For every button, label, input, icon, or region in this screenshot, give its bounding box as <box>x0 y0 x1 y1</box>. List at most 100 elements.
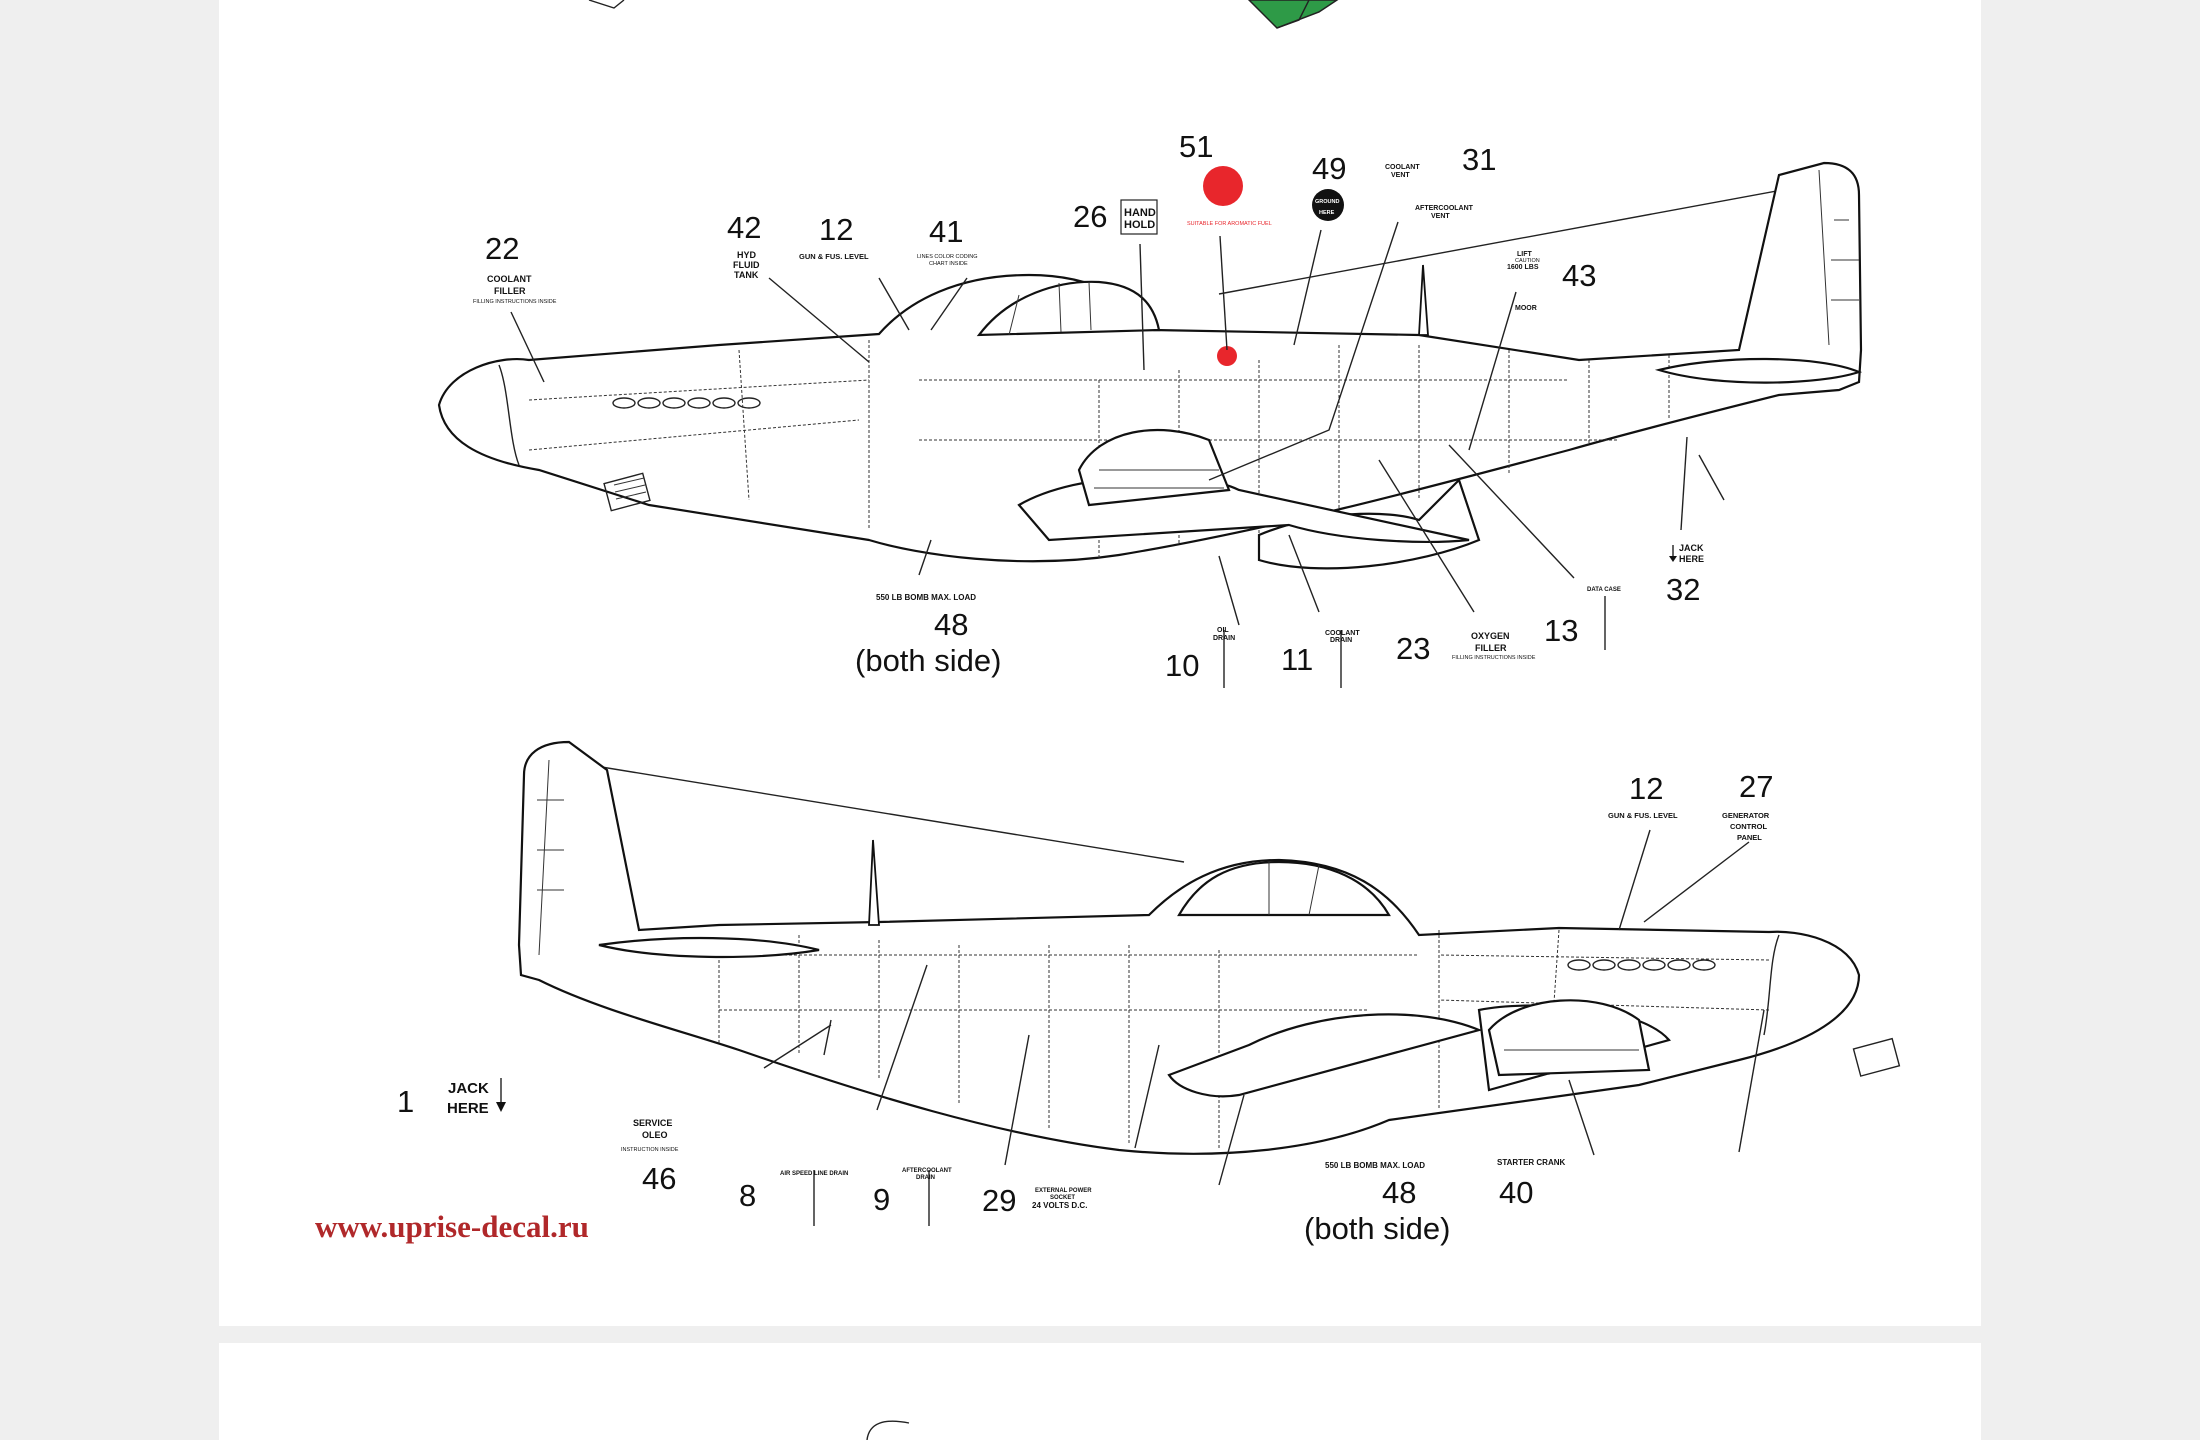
fuselage-outline <box>437 161 1863 563</box>
svg-text:GUN & FUS. LEVEL: GUN & FUS. LEVEL <box>1608 811 1678 820</box>
callout-40: STARTER CRANK 40 <box>1497 1158 1566 1210</box>
svg-text:550 LB BOMB MAX. LOAD: 550 LB BOMB MAX. LOAD <box>876 593 976 602</box>
callout-10: OIL DRAIN 10 <box>1165 627 1235 683</box>
svg-text:CAUTION: CAUTION <box>1515 258 1540 264</box>
svg-text:CHART INSIDE: CHART INSIDE <box>929 261 968 267</box>
svg-text:VENT: VENT <box>1431 213 1450 220</box>
svg-text:1: 1 <box>397 1084 414 1119</box>
svg-text:HERE: HERE <box>1319 210 1335 216</box>
callout-22: 22 COOLANT FILLER FILLING INSTRUCTIONS I… <box>473 231 557 305</box>
svg-text:GUN & FUS. LEVEL: GUN & FUS. LEVEL <box>799 252 869 261</box>
svg-text:HOLD: HOLD <box>1124 219 1155 231</box>
svg-text:22: 22 <box>485 231 519 266</box>
callout-31: 31 COOLANT VENT AFTERCOOLANT VENT <box>1385 142 1496 220</box>
callout-13: DATA CASE 13 <box>1544 587 1621 648</box>
callout-12-top: 12 GUN & FUS. LEVEL <box>799 212 869 261</box>
svg-text:26: 26 <box>1073 199 1107 234</box>
callout-42: 42 HYD FLUID TANK <box>727 210 761 280</box>
callout-27: 27 GENERATOR CONTROL PANEL <box>1722 769 1773 842</box>
svg-text:AIR SPEED LINE DRAIN: AIR SPEED LINE DRAIN <box>780 1171 848 1177</box>
svg-text:FILLER: FILLER <box>494 286 526 296</box>
svg-text:VENT: VENT <box>1391 172 1410 179</box>
svg-text:FILLING INSTRUCTIONS INSIDE: FILLING INSTRUCTIONS INSIDE <box>473 299 557 305</box>
exhaust-stacks <box>612 397 761 409</box>
svg-text:HYD: HYD <box>737 250 757 260</box>
svg-text:DRAIN: DRAIN <box>1330 637 1352 644</box>
svg-text:COOLANT: COOLANT <box>1385 164 1420 171</box>
svg-text:SERVICE: SERVICE <box>633 1118 672 1128</box>
svg-text:HERE: HERE <box>1679 554 1704 564</box>
callout-48-bottom: 550 LB BOMB MAX. LOAD 48 (both side) <box>1304 1161 1450 1246</box>
callout-9: AFTERCOOLANT DRAIN 9 <box>873 1168 952 1217</box>
svg-text:DRAIN: DRAIN <box>916 1175 935 1181</box>
svg-text:DRAIN: DRAIN <box>1213 635 1235 642</box>
svg-text:SOCKET: SOCKET <box>1050 1195 1075 1201</box>
svg-text:40: 40 <box>1499 1175 1533 1210</box>
exhaust-stacks <box>1567 959 1716 971</box>
svg-text:42: 42 <box>727 210 761 245</box>
svg-text:OIL: OIL <box>1217 627 1229 634</box>
svg-text:CONTROL: CONTROL <box>1730 822 1767 831</box>
svg-text:8: 8 <box>739 1178 756 1213</box>
svg-text:12: 12 <box>1629 771 1663 806</box>
website-link[interactable]: www.uprise-decal.ru <box>315 1209 589 1244</box>
svg-text:1600 LBS: 1600 LBS <box>1507 264 1539 271</box>
svg-text:48: 48 <box>1382 1175 1416 1210</box>
stencil-diagram: 22 COOLANT FILLER FILLING INSTRUCTIONS I… <box>315 0 1901 1246</box>
svg-text:OXYGEN: OXYGEN <box>1471 631 1510 641</box>
svg-text:GROUND: GROUND <box>1315 199 1339 205</box>
callout-26: 26 HAND HOLD <box>1073 199 1156 234</box>
svg-text:23: 23 <box>1396 631 1430 666</box>
svg-text:31: 31 <box>1462 142 1496 177</box>
callout-46: SERVICE OLEO INSTRUCTION INSIDE 46 <box>621 1118 679 1196</box>
svg-text:SUITABLE FOR AROMATIC FUEL: SUITABLE FOR AROMATIC FUEL <box>1187 221 1272 227</box>
next-profile-remnant <box>866 1420 910 1440</box>
svg-text:HAND: HAND <box>1124 207 1156 219</box>
svg-text:10: 10 <box>1165 648 1199 683</box>
svg-text:24 VOLTS D.C.: 24 VOLTS D.C. <box>1032 1201 1087 1210</box>
aromatic-fuel-red-disc <box>1203 166 1243 206</box>
svg-text:9: 9 <box>873 1182 890 1217</box>
svg-text:INSTRUCTION INSIDE: INSTRUCTION INSIDE <box>621 1147 679 1153</box>
callout-12-bottom: 12 GUN & FUS. LEVEL <box>1608 771 1678 820</box>
callout-1: 1 JACK HERE <box>397 1080 489 1119</box>
svg-text:COOLANT: COOLANT <box>1325 630 1360 637</box>
ground-here-black-disc <box>1312 189 1344 221</box>
svg-text:48: 48 <box>934 607 968 642</box>
svg-text:OLEO: OLEO <box>642 1130 668 1140</box>
svg-text:TANK: TANK <box>734 270 759 280</box>
svg-text:JACK: JACK <box>448 1080 489 1097</box>
svg-text:FILLING INSTRUCTIONS INSIDE: FILLING INSTRUCTIONS INSIDE <box>1452 655 1536 661</box>
svg-text:FILLER: FILLER <box>1475 643 1507 653</box>
svg-text:(both side): (both side) <box>855 643 1001 678</box>
svg-text:LIFT: LIFT <box>1517 251 1532 258</box>
svg-text:PANEL: PANEL <box>1737 833 1762 842</box>
svg-text:11: 11 <box>1281 642 1313 677</box>
svg-text:LINES COLOR CODING: LINES COLOR CODING <box>917 254 978 260</box>
svg-text:27: 27 <box>1739 769 1773 804</box>
previous-profile-remnant <box>588 0 1339 29</box>
svg-text:FLUID: FLUID <box>733 260 760 270</box>
callout-23: 23 OXYGEN FILLER FILLING INSTRUCTIONS IN… <box>1396 631 1536 666</box>
callout-41: 41 LINES COLOR CODING CHART INSIDE <box>917 214 978 267</box>
svg-text:49: 49 <box>1312 151 1346 186</box>
svg-text:32: 32 <box>1666 572 1700 607</box>
svg-text:COOLANT: COOLANT <box>487 274 532 284</box>
callout-29: 29 EXTERNAL POWER SOCKET 24 VOLTS D.C. <box>982 1183 1092 1218</box>
svg-text:MOOR: MOOR <box>1515 305 1537 312</box>
right-side-profile <box>517 740 1901 1155</box>
svg-text:550 LB BOMB MAX. LOAD: 550 LB BOMB MAX. LOAD <box>1325 1161 1425 1170</box>
leader-lines-bottom <box>496 829 1765 1226</box>
svg-text:JACK: JACK <box>1679 543 1704 553</box>
svg-text:HERE: HERE <box>447 1100 489 1117</box>
callout-11: COOLANT DRAIN 11 <box>1281 630 1360 677</box>
callout-48-top: 550 LB BOMB MAX. LOAD 48 (both side) <box>855 593 1001 678</box>
decal-sheet: 22 COOLANT FILLER FILLING INSTRUCTIONS I… <box>219 0 1981 1326</box>
svg-text:13: 13 <box>1544 613 1578 648</box>
svg-text:AFTERCOOLANT: AFTERCOOLANT <box>902 1168 952 1174</box>
svg-text:AFTERCOOLANT: AFTERCOOLANT <box>1415 205 1474 212</box>
next-sheet-panel <box>219 1343 1981 1440</box>
hand-hold-box <box>1120 199 1158 235</box>
callout-49: 49 GROUND HERE <box>1312 151 1346 216</box>
leader-lines-top <box>510 221 1688 688</box>
